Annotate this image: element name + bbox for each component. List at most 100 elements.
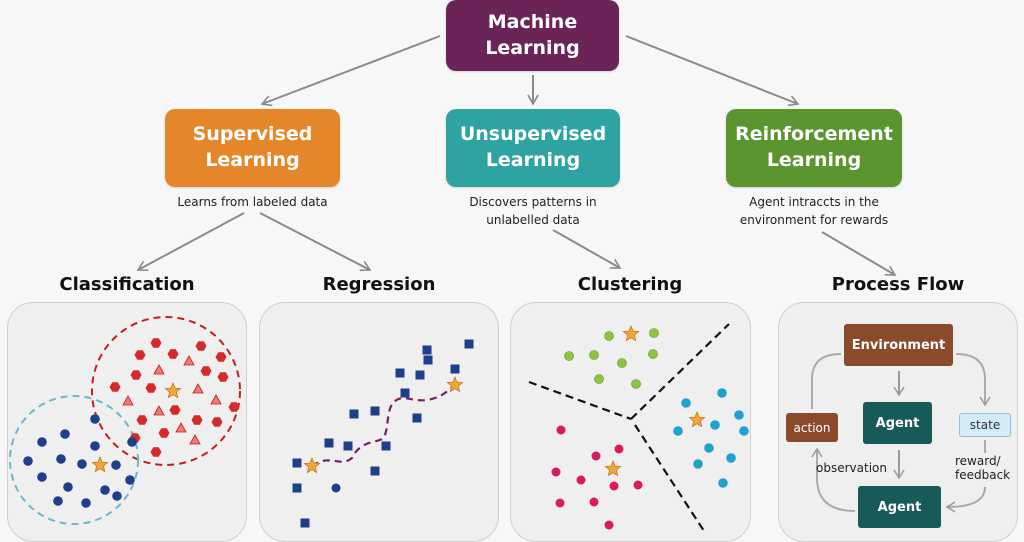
crimson-cluster-point [614, 444, 624, 454]
blue-class-point [90, 414, 100, 424]
blue-class-point [90, 441, 100, 451]
crimson-cluster-point [555, 498, 565, 508]
agent-box-bottom: Agent [858, 486, 941, 528]
green-cluster-point [649, 328, 659, 338]
regression-data-point [450, 364, 460, 374]
unsupervised-description-line1: Discovers patterns in [469, 195, 597, 209]
unsupervised-title-line2: Learning [485, 149, 581, 171]
red-triangle-point [122, 395, 134, 406]
state-to-agent-reward-arrow [947, 440, 986, 507]
arrow-reinforcement-to-process-flow [821, 231, 897, 276]
reinforcement-description-line2: environment for rewards [739, 213, 889, 227]
red-hexagon-point [217, 372, 229, 382]
green-cluster-point [617, 358, 627, 368]
reinforcement-title-line1: Reinforcement [735, 123, 893, 146]
env-to-state-arrow [955, 353, 991, 407]
cyan-cluster-centroid-star [688, 410, 706, 428]
cyan-cluster-point [717, 388, 727, 398]
green-cluster-point [589, 350, 599, 360]
agent-to-action-observation-arrow [811, 447, 856, 512]
blue-class-centroid-star [91, 455, 109, 473]
cyan-cluster-point [693, 459, 703, 469]
supervised-title-line2: Learning [205, 149, 300, 171]
regression-fit-line [311, 384, 456, 467]
regression-title: Regression [322, 274, 436, 295]
regression-data-point [292, 458, 302, 468]
observation-label: observation [816, 461, 887, 475]
regression-data-point [292, 483, 302, 493]
action-box: action [786, 413, 838, 442]
blue-class-point [60, 429, 70, 439]
blue-class-point [125, 475, 135, 485]
reinforcement-description: Agent intraccts in the environment for r… [710, 193, 918, 229]
process-flow-panel: Environment Agent Agent action state obs… [778, 302, 1018, 542]
crimson-cluster-point [589, 497, 599, 507]
blue-class-point [77, 459, 87, 469]
regression-panel [259, 302, 499, 542]
cyan-cluster-point [710, 420, 720, 430]
regression-data-point [395, 368, 405, 378]
red-triangle-point [189, 434, 201, 445]
green-cluster-point [604, 331, 614, 341]
cyan-cluster-point [739, 426, 749, 436]
regression-outlier-point [331, 483, 341, 493]
red-triangle-point [153, 364, 165, 375]
blue-class-point [111, 460, 121, 470]
red-class-centroid-star [164, 381, 182, 399]
blue-class-point [37, 472, 47, 482]
reinforcement-description-line1: Agent intraccts in the [749, 195, 879, 209]
red-hexagon-point [150, 338, 162, 348]
regression-data-point [343, 441, 353, 451]
red-hexagon-point [169, 405, 181, 415]
blue-class-point [53, 496, 63, 506]
red-hexagon-point [150, 447, 162, 457]
arrow-supervised-to-regression [259, 212, 372, 272]
reinforcement-title-line2: Learning [766, 149, 862, 171]
red-hexagon-point [136, 415, 148, 425]
cluster-boundary-left [528, 380, 632, 421]
crimson-cluster-point [609, 481, 619, 491]
red-hexagon-point [191, 415, 203, 425]
regression-illustration [292, 339, 474, 528]
classification-illustration [9, 316, 241, 525]
supervised-title-line1: Supervised [192, 123, 313, 146]
arrow-ml-to-reinforcement [625, 35, 800, 107]
blue-class-point [81, 498, 91, 508]
environment-box: Environment [844, 324, 953, 366]
regression-data-point [349, 409, 359, 419]
unsupervised-description: Discovers patterns in unlabelled data [430, 193, 636, 229]
green-cluster-point [594, 374, 604, 384]
reward-feedback-label: reward/ feedback [955, 454, 1010, 483]
blue-class-point [37, 437, 47, 447]
clustering-title: Clustering [577, 274, 683, 295]
regression-data-point [422, 345, 432, 355]
red-hexagon-point [211, 417, 223, 427]
cluster-boundary-right [630, 323, 730, 420]
arrow-unsupervised-to-clustering [552, 229, 622, 269]
reward-label-line1: reward/ [955, 454, 1001, 468]
process-flow-title: Process Flow [831, 274, 965, 295]
classification-panel [7, 302, 247, 542]
green-cluster-point [648, 349, 658, 359]
crimson-cluster-point [556, 425, 566, 435]
reinforcement-learning-node: Reinforcement Learning [726, 109, 902, 187]
crimson-cluster-point [591, 451, 601, 461]
regression-data-point [412, 413, 422, 423]
blue-class-point [127, 437, 137, 447]
supervised-learning-node: Supervised Learning [165, 109, 340, 187]
blue-class-point [23, 456, 33, 466]
env-to-action-arrow [811, 353, 842, 409]
cyan-cluster-point [734, 410, 744, 420]
red-triangle-point [175, 422, 187, 433]
red-hexagon-point [158, 428, 170, 438]
blue-class-point [100, 485, 110, 495]
red-class-boundary [91, 316, 241, 466]
machine-learning-node: Machine Learning [446, 0, 619, 71]
red-triangle-point [210, 394, 222, 405]
red-hexagon-point [167, 349, 179, 359]
process-flow-arrows [811, 353, 991, 542]
crimson-cluster-point [576, 475, 586, 485]
crimson-cluster-point [551, 467, 561, 477]
green-cluster-point [631, 379, 641, 389]
red-hexagon-point [215, 352, 227, 362]
